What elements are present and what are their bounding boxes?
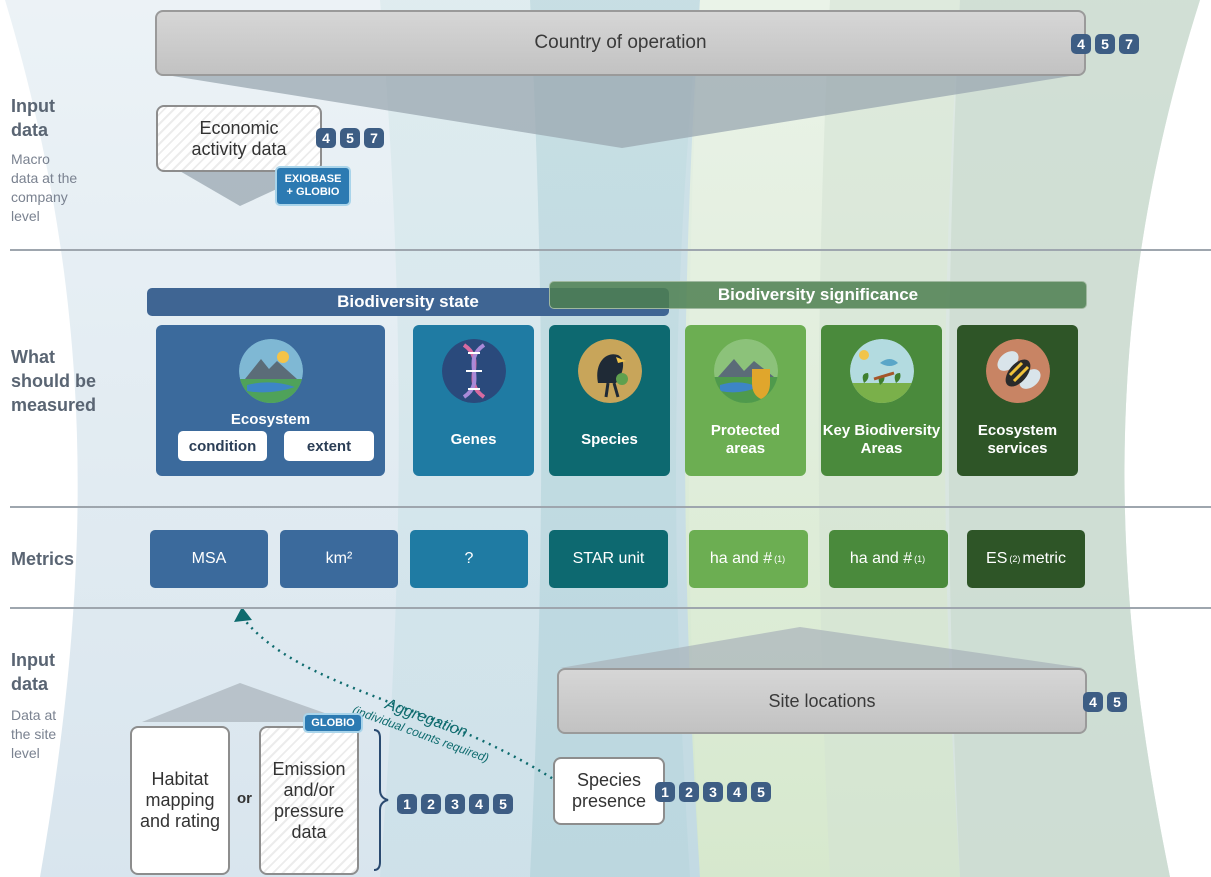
economic-activity-label: Economic activity data [191,117,287,159]
card-genes-label: Genes [450,431,497,448]
metric-key-biodiversity-areas: ha and #(1) [829,530,948,588]
card-genes: Genes [413,325,534,476]
section-title-measure: What should be measured [11,347,97,415]
dna-icon [441,339,506,403]
footnote-1: (1) [774,554,786,564]
site-locations-bar: Site locations [557,668,1087,734]
divider [10,249,1211,251]
section-title-input-site: Input data [11,650,55,694]
badge: 4 [1083,692,1103,712]
country-of-operation-label: Country of operation [534,32,707,53]
metric-kba-label: ha and # [849,550,913,567]
habitat-mapping-label: Habitat mapping and rating [139,769,221,831]
section-sub-input-site: Data at the site level [11,707,57,761]
emission-pressure-box: Emission and/or pressure data [259,726,359,875]
card-key-biodiversity-areas-label: Key Biodiversity Areas [822,422,941,457]
badge: 5 [493,794,513,814]
badge: 5 [751,782,771,802]
card-ecosystem-label: Ecosystem [230,411,311,428]
metric-ecosystem-services: ES(2)metric [967,530,1085,588]
metric-protected-areas: ha and #(1) [689,530,808,588]
metric-es-suffix: metric [1022,550,1066,567]
divider [10,506,1211,508]
card-ecosystem: Ecosystem condition extent [156,325,385,476]
section-title-metrics: Metrics [11,549,75,569]
card-key-biodiversity-areas: Key Biodiversity Areas [821,325,942,476]
badge: 2 [679,782,699,802]
badge: 7 [364,128,384,148]
badge: 5 [1095,34,1115,54]
country-of-operation-bar: Country of operation [155,10,1086,76]
badge: 7 [1119,34,1139,54]
badge: 5 [340,128,360,148]
globio-tag: GLOBIO [303,713,363,733]
extent-pill: extent [284,431,374,461]
shield-landscape-icon [713,339,778,403]
badge: 3 [445,794,465,814]
badge: 5 [1107,692,1127,712]
economic-activity-box: Economic activity data [156,105,322,172]
badge: 1 [397,794,417,814]
divider [10,607,1211,609]
card-ecosystem-services-label: Ecosystem services [977,422,1058,457]
card-ecosystem-services: Ecosystem services [957,325,1078,476]
section-title-input-company: Input data [11,96,55,140]
metric-msa: MSA [150,530,268,588]
footnote-2: (2) [1009,554,1021,564]
card-species-label: Species [581,431,638,448]
bird-icon [577,339,642,403]
bird-plants-icon [849,339,914,403]
badge: 2 [421,794,441,814]
badge: 3 [703,782,723,802]
exiobase-globio-tag: EXIOBASE + GLOBIO [275,166,351,206]
section-sub-input-company: Macro data at the company level [11,151,78,224]
badge: 1 [655,782,675,802]
habitat-mapping-box: Habitat mapping and rating [130,726,230,875]
footnote-1: (1) [914,554,926,564]
or-label: or [237,790,252,807]
card-protected-areas: Protected areas [685,325,806,476]
metric-protected-areas-label: ha and # [709,550,773,567]
bee-icon [985,339,1050,403]
species-presence-label: Species presence [571,770,647,811]
metric-genes: ? [410,530,528,588]
species-presence-box: Species presence [553,757,665,825]
emission-pressure-label: Emission and/or pressure data [272,758,346,842]
badge: 4 [1071,34,1091,54]
condition-pill: condition [178,431,267,461]
metric-es-prefix: ES [986,550,1008,567]
metric-km2: km² [280,530,398,588]
ecosystem-icon [238,339,303,403]
card-species: Species [549,325,670,476]
biodiversity-significance-band: Biodiversity significance [549,281,1087,309]
card-protected-areas-label: Protected areas [710,422,781,457]
badge: 4 [727,782,747,802]
badge: 4 [469,794,489,814]
site-locations-label: Site locations [768,690,876,711]
badge: 4 [316,128,336,148]
metric-star-unit: STAR unit [549,530,668,588]
